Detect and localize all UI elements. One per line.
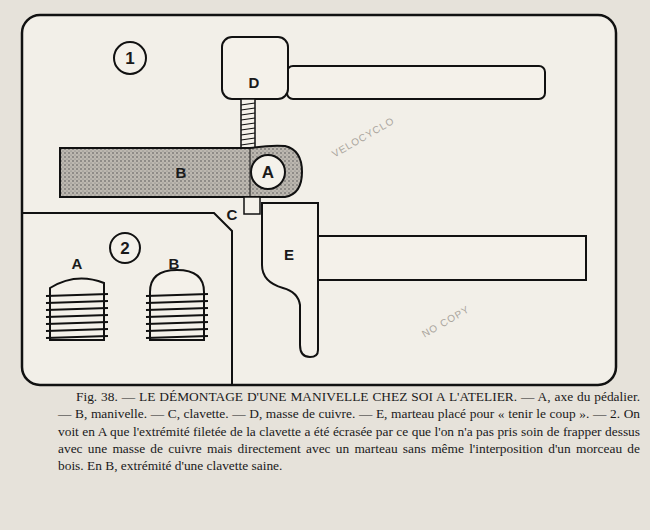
crank — [60, 146, 302, 197]
thread-line — [146, 294, 208, 296]
thread-line — [241, 123, 255, 125]
thread-line — [46, 336, 108, 338]
thread-line — [241, 133, 255, 135]
node-text: A — [262, 164, 274, 181]
node-text: 2 — [120, 240, 129, 257]
thread-line — [146, 322, 208, 324]
part-letter: E — [284, 247, 294, 262]
callout-number: 2 — [109, 232, 141, 264]
part-letter: D — [249, 75, 260, 90]
thread-line — [46, 329, 108, 331]
thread-line — [46, 301, 108, 303]
cotter-thread — [241, 99, 255, 148]
thread-line — [241, 138, 255, 140]
frame — [22, 15, 616, 385]
thread-line — [46, 315, 108, 317]
thread-line — [46, 294, 108, 296]
part-letter: A — [72, 256, 83, 271]
thread-line — [241, 128, 255, 130]
thread-line — [146, 315, 208, 317]
part-letter: B — [176, 165, 187, 180]
hammer-handle — [318, 236, 586, 280]
thread-line — [241, 113, 255, 115]
inset-border — [22, 213, 232, 385]
thread-line — [241, 143, 255, 145]
thread-line — [146, 308, 208, 310]
part-letter: B — [169, 256, 180, 271]
part-letter: C — [227, 207, 238, 222]
copper-mallet-head — [222, 37, 288, 99]
thread-line — [46, 322, 108, 324]
node-text: 1 — [125, 50, 134, 67]
backing-hammer — [262, 203, 318, 357]
thread-line — [146, 336, 208, 338]
axle-circle: A — [250, 154, 286, 190]
cotter-end — [244, 197, 260, 214]
thread-line — [46, 308, 108, 310]
figure-caption: Fig. 38. — LE DÉMONTAGE D'UNE MANIVELLE … — [58, 388, 640, 474]
thread-line — [241, 103, 255, 105]
hammer-handle — [287, 66, 545, 99]
callout-number: 1 — [113, 41, 147, 75]
thread-line — [146, 329, 208, 331]
thread-line — [241, 108, 255, 110]
thread-line — [241, 118, 255, 120]
thread-line — [146, 301, 208, 303]
